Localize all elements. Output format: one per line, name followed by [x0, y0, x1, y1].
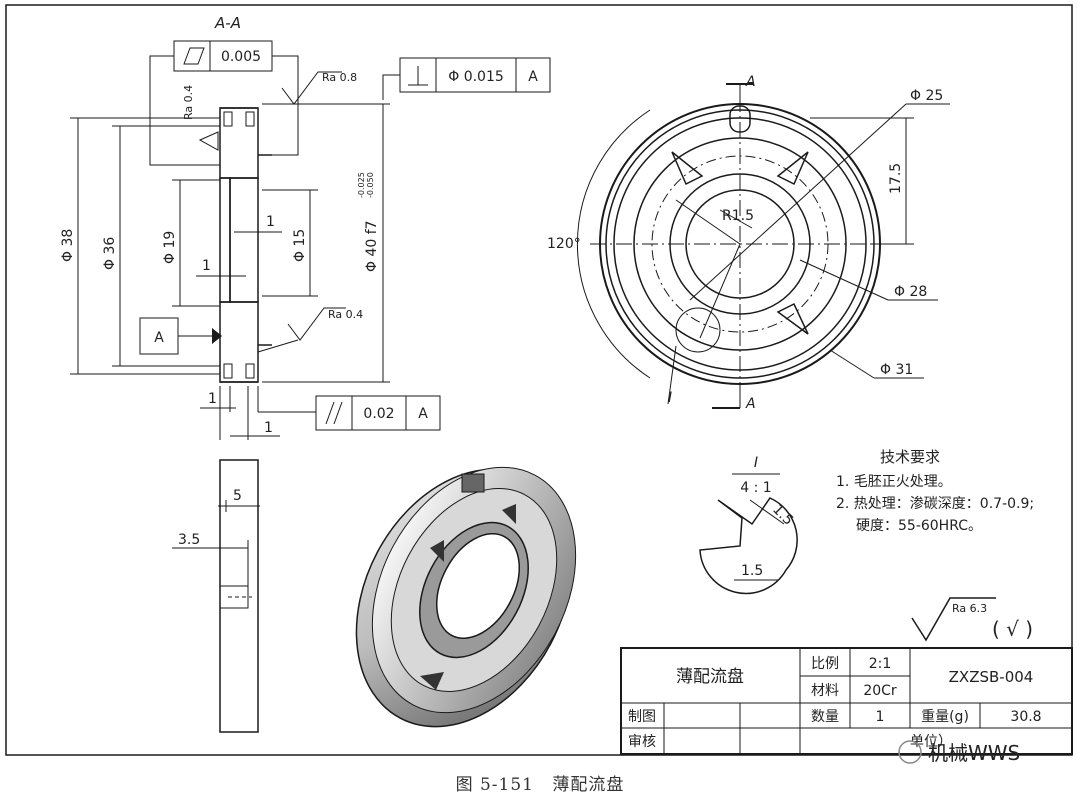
section-mark-top: A — [745, 74, 756, 90]
detail-label: I — [754, 455, 758, 471]
front-view: A A Φ 25 R1.5 Φ 28 Φ 31 17.5 120° I — [547, 74, 950, 412]
sheet-border — [5, 4, 1073, 756]
ra-note-icon — [911, 597, 996, 642]
slot-right-bottom — [776, 302, 809, 335]
dim-d31: Φ 31 — [880, 362, 913, 378]
dim-175: 17.5 — [888, 163, 904, 194]
datum-triangle — [212, 328, 222, 344]
section-label: A-A — [214, 14, 241, 32]
dim-35: 3.5 — [178, 532, 200, 548]
figure-number: 图 5-151 — [455, 775, 534, 795]
part-name: 薄配流盘 — [676, 667, 744, 687]
unit-label: 单位） — [910, 734, 952, 750]
weight-value: 30.8 — [1010, 709, 1041, 725]
dim-d40-tol-upper: -0.025 — [357, 172, 366, 198]
ra-note-value: Ra 6.3 — [952, 602, 987, 615]
datum-label: A — [154, 330, 164, 346]
dim-d40-tol-lower: -0.050 — [366, 172, 375, 198]
detail-dim-a: 1.5 — [769, 502, 796, 529]
parallel-frame — [315, 395, 441, 431]
dim-one-a: 1 — [266, 214, 275, 230]
parallel-value: 0.02 — [363, 406, 394, 422]
ra-symbol-middle — [287, 307, 346, 341]
dim-d15: Φ 15 — [292, 229, 308, 262]
scale-value: 2:1 — [869, 656, 892, 672]
perpendicular-icon — [408, 66, 428, 86]
dim-d28: Φ 28 — [894, 284, 927, 300]
dim-r15: R1.5 — [722, 208, 754, 224]
material-value: 20Cr — [863, 683, 897, 699]
tech-requirements: 技术要求 1. 毛胚正火处理。 2. 热处理：渗碳深度：0.7-0.9; 硬度：… — [836, 448, 1034, 534]
section-flange-lower — [219, 301, 259, 383]
ra-note-bracket: ( √ ) — [992, 617, 1033, 641]
tech-title: 技术要求 — [880, 448, 940, 466]
figure-title: 薄配流盘 — [552, 775, 625, 795]
dim-angle: 120° — [547, 236, 581, 252]
dim-d25: Φ 25 — [910, 88, 943, 104]
section-mark-bottom: A — [745, 396, 756, 412]
scale-label: 比例 — [811, 656, 839, 672]
section-web — [219, 177, 231, 303]
detail-ref: I — [668, 390, 672, 406]
wechat-icon — [898, 740, 922, 764]
dim-d40: Φ 40 f7 — [364, 220, 380, 272]
side-view: 5 3.5 — [172, 459, 260, 733]
tech-item-3: 硬度：55-60HRC。 — [856, 518, 982, 534]
detail-view: I 4 : 1 1.5 1.5 — [699, 455, 798, 595]
qty-label: 数量 — [811, 709, 839, 725]
drawn-label: 制图 — [628, 709, 656, 725]
watermark-text: 机械WWS — [928, 741, 1020, 765]
dim-d38: Φ 38 — [60, 229, 76, 262]
qty-value: 1 — [876, 709, 885, 725]
detail-scale: 4 : 1 — [740, 480, 771, 496]
section-view: A-A 0.005 Ra 0.4 Ra 0.8 Φ 0.015 A — [60, 14, 551, 440]
flatness-value: 0.005 — [221, 49, 261, 65]
perp-value: Φ 0.015 — [448, 69, 504, 85]
isometric-view — [355, 466, 577, 728]
parallel-icon — [325, 401, 343, 425]
parallel-datum: A — [418, 406, 428, 422]
ra-right-top: Ra 0.8 — [322, 71, 357, 84]
drawing-no: ZXZSB-004 — [949, 668, 1034, 686]
slot-left-top — [671, 151, 704, 186]
ra-symbol-left — [198, 131, 219, 151]
dim-5: 5 — [233, 488, 242, 504]
slot-right-top — [776, 151, 809, 186]
weight-label: 重量(g) — [921, 709, 969, 725]
detail-dim-b: 1.5 — [741, 563, 763, 579]
angle-arc — [577, 109, 651, 379]
dim-d19: Φ 19 — [162, 231, 178, 264]
ra-left-top: Ra 0.4 — [182, 85, 195, 120]
dim-d36: Φ 36 — [102, 237, 118, 270]
check-label: 审核 — [628, 734, 656, 750]
tech-item-2: 2. 热处理：渗碳深度：0.7-0.9; — [836, 496, 1034, 512]
dim-one-c: 1 — [208, 391, 217, 407]
material-label: 材料 — [811, 683, 839, 699]
perp-datum: A — [528, 69, 538, 85]
ra-middle: Ra 0.4 — [328, 308, 363, 321]
roughness-note: Ra 6.3 ( √ ) — [911, 597, 1033, 642]
tech-item-1: 1. 毛胚正火处理。 — [836, 474, 952, 490]
section-flange-upper — [219, 107, 259, 179]
flatness-icon — [183, 47, 205, 65]
dim-one-b: 1 — [202, 258, 211, 274]
title-block: 薄配流盘 比例 2:1 材料 20Cr ZXZSB-004 制图 审核 数量 1… — [620, 647, 1073, 755]
ra-symbol-top-right — [281, 71, 342, 105]
detail-outline — [699, 497, 798, 595]
watermark: 机械WWS — [898, 740, 1020, 765]
figure-caption: 图 5-151 薄配流盘 — [0, 770, 1080, 795]
dim-one-d: 1 — [264, 420, 273, 436]
